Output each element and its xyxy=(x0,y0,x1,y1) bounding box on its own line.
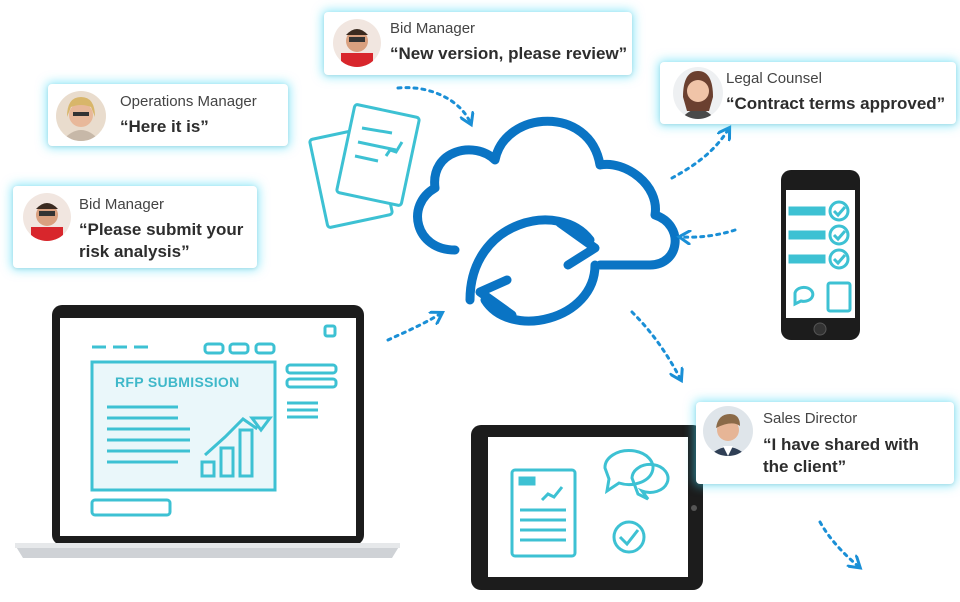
message-card-bid-manager-review: Bid Manager “New version, please review” xyxy=(324,12,632,75)
message-card-operations-manager: Operations Manager “Here it is” xyxy=(48,84,288,146)
message-card-legal-counsel: Legal Counsel “Contract terms approved” xyxy=(660,62,956,124)
message-quote: “Contract terms approved” xyxy=(726,94,946,113)
tablet-icon xyxy=(471,425,703,590)
rfp-submission-title: RFP SUBMISSION xyxy=(115,374,240,390)
documents-icon xyxy=(308,103,421,229)
message-card-sales-director: Sales Director “I have shared with the c… xyxy=(696,402,954,484)
laptop-icon xyxy=(15,305,400,558)
smartphone-icon xyxy=(781,170,860,340)
message-card-bid-manager-risk: Bid Manager “Please submit your risk ana… xyxy=(13,186,257,268)
avatar xyxy=(703,406,753,456)
cloud-sync-icon xyxy=(413,116,680,326)
message-role: Bid Manager xyxy=(390,20,476,37)
message-quote: “Here it is” xyxy=(120,117,209,136)
message-quote: “Please submit your risk analysis” xyxy=(79,220,244,261)
avatar xyxy=(333,19,381,67)
message-role: Sales Director xyxy=(763,410,858,427)
avatar xyxy=(673,67,723,119)
message-quote: “I have shared with the client” xyxy=(763,435,919,476)
message-role: Operations Manager xyxy=(120,93,257,110)
avatar xyxy=(23,193,71,241)
dotted-arrow-icon xyxy=(386,86,858,566)
message-role: Legal Counsel xyxy=(726,70,822,87)
message-role: Bid Manager xyxy=(79,196,165,213)
avatar xyxy=(56,91,106,141)
message-quote: “New version, please review” xyxy=(390,44,628,63)
